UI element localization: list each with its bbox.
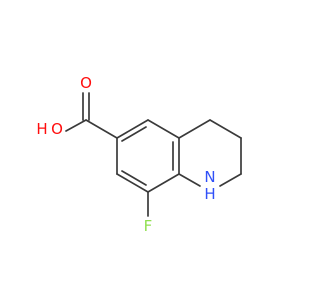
molecule-structure: O H O F N H [36, 74, 242, 235]
hydroxyl-oxygen-label: O [51, 120, 63, 138]
amine-hydrogen-label: H [204, 185, 215, 203]
bond-c5-c6-inner [121, 126, 147, 142]
bond-c7-c8 [116, 173, 149, 193]
oxygen-carbonyl-label: O [80, 74, 92, 92]
bond-c6-carboxyl [85, 119, 118, 139]
hydroxyl-hydrogen-label: H [36, 120, 47, 138]
bond-c5-c6 [116, 119, 149, 139]
bond-carboxyl-hydroxyl [65, 119, 87, 132]
molecule-canvas: O H O F N H [36, 74, 242, 235]
bond-c4a-c4 [178, 119, 211, 139]
bond-c4-c3 [209, 119, 242, 139]
bond-c2-n1 [219, 173, 242, 187]
fluorine-label: F [144, 217, 153, 235]
bond-c8-c8a [147, 173, 180, 193]
nitrogen-label: N [204, 168, 215, 186]
bond-c4a-c5 [147, 119, 180, 139]
bond-c7-c8-inner [121, 170, 147, 186]
bond-n1-c8a [178, 173, 201, 187]
